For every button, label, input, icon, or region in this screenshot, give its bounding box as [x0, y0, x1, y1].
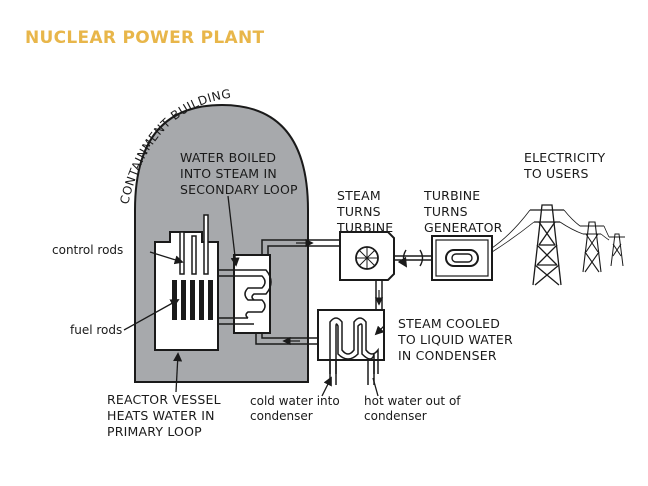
page-title: NUCLEAR POWER PLANT	[25, 28, 265, 48]
reactor-vessel	[154, 231, 219, 351]
label-turbine-generator: TURBINE TURNS GENERATOR	[424, 188, 503, 235]
generator	[431, 235, 493, 281]
secondary-loop-steam-pipe	[261, 239, 340, 255]
label-fuel-rods: fuel rods	[70, 323, 123, 337]
condenser	[317, 309, 385, 361]
label-electricity: ELECTRICITY TO USERS	[524, 150, 606, 181]
transmission-tower-small	[609, 233, 625, 267]
control-rods	[179, 214, 209, 275]
cooling-water-pipes	[329, 360, 375, 385]
primary-loop-pipes	[218, 269, 254, 325]
label-reactor-vessel: REACTOR VESSEL HEATS WATER IN PRIMARY LO…	[107, 392, 221, 439]
steam-generator-coil	[244, 269, 272, 319]
label-steam-cooled: STEAM COOLED TO LIQUID WATER IN CONDENSE…	[398, 316, 513, 363]
label-control-rods: control rods	[52, 243, 124, 257]
power-lines	[491, 209, 610, 253]
label-steam-turbine: STEAM TURNS TURBINE	[337, 188, 394, 235]
transmission-tower-medium	[580, 221, 604, 273]
flow-arrows	[282, 238, 384, 346]
condenser-coil	[329, 317, 379, 374]
label-cold-water: cold water into condenser	[250, 394, 340, 423]
secondary-loop-return-pipe	[255, 333, 318, 345]
transmission-tower-large	[530, 204, 564, 286]
label-hot-water: hot water out of condenser	[364, 394, 461, 423]
turbine-shaft	[394, 249, 432, 268]
label-water-boiled: WATER BOILED INTO STEAM IN SECONDARY LOO…	[180, 150, 298, 197]
turbine-wheel-icon	[355, 246, 379, 270]
leader-lines	[123, 195, 385, 397]
